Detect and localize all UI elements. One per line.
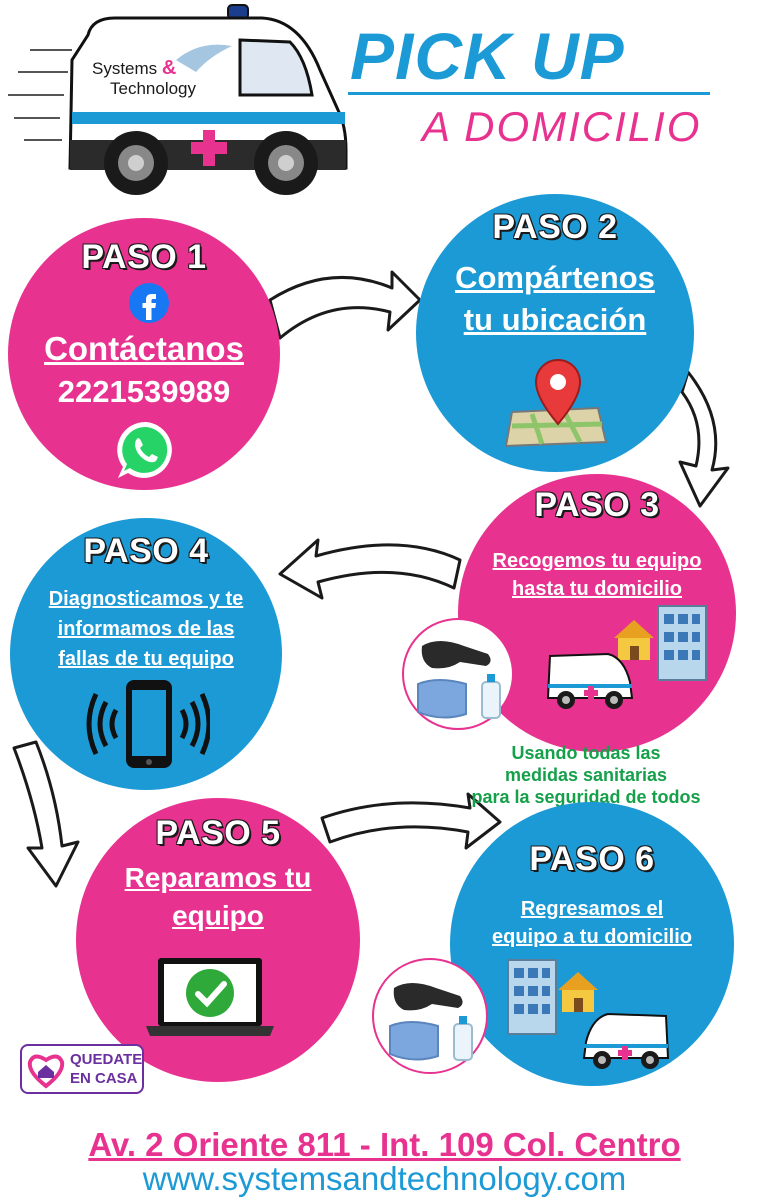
- arrow-step4-to-step5: [12, 740, 80, 888]
- footer-address: Av. 2 Oriente 811 - Int. 109 Col. Centro: [88, 1126, 681, 1163]
- brand-bottom: Technology: [110, 79, 197, 98]
- sanitary-note-line-2: medidas sanitarias: [504, 765, 668, 785]
- step-3-line-2: hasta tu domicilio: [511, 578, 683, 600]
- phone-icon: [86, 680, 210, 768]
- arrow-step3-to-step4: [278, 538, 462, 600]
- step-4-line-1: Diagnosticamos y te: [48, 588, 244, 610]
- ambulance-icon: [582, 1012, 670, 1069]
- step-5-label: PASO 5: [155, 814, 281, 852]
- laptop-check-icon: [146, 958, 274, 1036]
- step-5-line-2: equipo: [172, 900, 264, 931]
- step-1-circle: PASO 1 Contáctanos 2221539989: [8, 218, 280, 490]
- house-icon: [614, 620, 654, 660]
- step-4-line-2: informamos de las: [57, 618, 235, 640]
- step-2-circle: PASO 2 Compártenos tu ubicación: [416, 194, 694, 472]
- page-subtitle: A DOMICILIO: [422, 103, 702, 150]
- step-5-line-1: Reparamos tu: [124, 862, 312, 893]
- heart-home-icon: [27, 1054, 65, 1089]
- sanitary-note-line-1: Usando todas las: [511, 743, 661, 763]
- arrow-step5-to-step6: [320, 792, 502, 850]
- step-1-phone[interactable]: 2221539989: [57, 374, 231, 409]
- quedate-badge: QUEDATE EN CASA: [20, 1044, 144, 1094]
- step-1-label: PASO 1: [81, 238, 207, 276]
- gloves-mask-sanitizer-icon: [389, 983, 473, 1061]
- step-3-circle: PASO 3 Recogemos tu equipo hasta tu domi…: [458, 474, 736, 752]
- step-6-circle: PASO 6 Regresamos el equipo a tu domicil…: [450, 802, 734, 1086]
- ambulance-illustration: [8, 4, 348, 195]
- building-icon: [657, 605, 707, 681]
- step-5-circle: PASO 5 Reparamos tu equipo: [76, 798, 360, 1082]
- step-3-line-1: Recogemos tu equipo: [492, 550, 702, 572]
- step-4-line-3: fallas de tu equipo: [58, 648, 234, 670]
- arrow-step2-to-step3: [678, 370, 730, 508]
- house-icon: [558, 972, 598, 1012]
- arrow-step1-to-step2: [268, 270, 422, 340]
- step-4-label: PASO 4: [83, 532, 209, 570]
- sanitary-items-3: [402, 618, 514, 730]
- sanitary-note-line-3: para la seguridad de todos: [471, 787, 701, 807]
- page-title: PICK UP: [350, 19, 625, 93]
- title-underline: [348, 92, 710, 95]
- step-1-contact-text: Contáctanos: [44, 330, 244, 367]
- step-6-line-1: Regresamos el: [520, 898, 664, 920]
- step-6-label: PASO 6: [529, 840, 655, 878]
- building-icon: [507, 959, 557, 1035]
- badge-line-2: EN CASA: [70, 1070, 138, 1087]
- map-pin-icon: [504, 358, 608, 448]
- step-2-line-1: Compártenos: [455, 260, 655, 295]
- step-3-label: PASO 3: [534, 486, 660, 524]
- step-4-circle: PASO 4 Diagnosticamos y te informamos de…: [10, 518, 282, 790]
- sanitary-items-6: [372, 958, 488, 1074]
- whatsapp-icon[interactable]: [114, 418, 178, 482]
- brand-top: Systems: [92, 59, 158, 78]
- step-2-label: PASO 2: [492, 208, 618, 246]
- ambulance-icon: [546, 652, 634, 709]
- facebook-icon[interactable]: [128, 282, 170, 324]
- sanitary-note: Usando todas las medidas sanitarias para…: [456, 742, 716, 808]
- brand-amp: &: [161, 57, 177, 79]
- gloves-mask-sanitizer-icon: [417, 641, 501, 719]
- footer-website-link[interactable]: www.systemsandtechnology.com: [142, 1160, 627, 1197]
- step-6-line-2: equipo a tu domicilio: [492, 926, 692, 948]
- badge-line-1: QUEDATE: [70, 1051, 143, 1068]
- step-2-line-2: tu ubicación: [463, 302, 647, 337]
- brand-logo: Systems & Technology: [92, 58, 196, 99]
